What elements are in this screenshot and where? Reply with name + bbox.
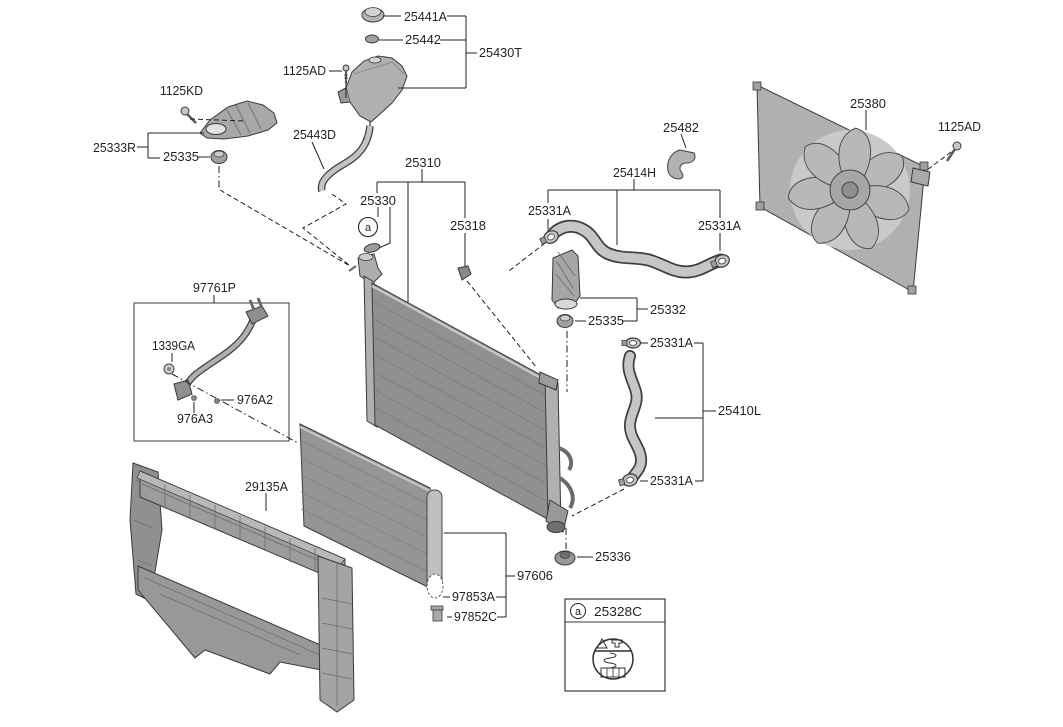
part-label-1339GA[interactable]: 1339GA	[152, 339, 196, 353]
part-label-97852C[interactable]: 97852C	[454, 610, 497, 624]
part-label-1125AD-fan[interactable]: 1125AD	[938, 120, 981, 134]
part-label-25482[interactable]: 25482	[663, 121, 699, 135]
leader-lines-solid	[137, 15, 867, 618]
part-label-25442[interactable]: 25442	[405, 33, 441, 47]
radiator-mount-bracket-illustration	[551, 249, 581, 328]
part-label-976A2[interactable]: 976A2	[237, 393, 273, 407]
legend-part-number[interactable]: 25328C	[594, 605, 642, 619]
part-label-25310[interactable]: 25310	[405, 156, 441, 170]
part-label-25330[interactable]: 25330	[360, 194, 396, 208]
callout-a-letter: a	[365, 222, 372, 234]
reservoir-tank-illustration	[337, 55, 408, 137]
lower-radiator-hose-illustration	[622, 350, 648, 483]
reservoir-bracket-illustration	[180, 100, 278, 164]
part-label-97853A[interactable]: 97853A	[452, 590, 496, 604]
leader-lines-dashed	[189, 118, 952, 517]
warning-triangle-icon	[596, 637, 608, 649]
radiator-illustration	[348, 243, 575, 533]
callout-a-radiator: a	[357, 216, 379, 238]
part-label-25331A-lower-bottom[interactable]: 25331A	[650, 474, 694, 488]
hose-clamp-upper-right-illustration	[710, 254, 730, 269]
part-label-1125KD[interactable]: 1125KD	[160, 84, 203, 98]
part-label-25443D[interactable]: 25443D	[293, 128, 336, 142]
air-guard-illustration	[129, 462, 355, 713]
part-label-25331A-lower-top[interactable]: 25331A	[650, 336, 694, 350]
cooling-fan-illustration	[752, 81, 931, 295]
legend-box: a 25328C	[564, 598, 666, 692]
part-label-25333R[interactable]: 25333R	[93, 141, 136, 155]
part-label-25335-left[interactable]: 25335	[163, 150, 199, 164]
part-label-97606[interactable]: 97606	[517, 569, 553, 583]
part-label-25332[interactable]: 25332	[650, 303, 686, 317]
part-label-1125AD-reservoir[interactable]: 1125AD	[283, 64, 326, 78]
fan-bolt-illustration	[945, 141, 962, 162]
hose-clamp-lower-bottom-illustration	[618, 473, 639, 487]
part-label-25336[interactable]: 25336	[595, 550, 631, 564]
leader-lines-dashdot	[171, 166, 568, 549]
overflow-hose-illustration	[317, 125, 374, 193]
cooling-tube-box-illustration	[133, 297, 290, 442]
condenser-illustration	[299, 423, 444, 622]
part-label-25430T[interactable]: 25430T	[479, 46, 522, 60]
part-label-25441A[interactable]: 25441A	[404, 10, 448, 24]
hose-clamp-upper-left-illustration	[539, 230, 559, 245]
part-label-25331A-upper-right[interactable]: 25331A	[698, 219, 742, 233]
part-label-25410L[interactable]: 25410L	[718, 404, 761, 418]
small-cap-illustration	[365, 34, 379, 44]
hose-clamp-lower-top-illustration	[621, 337, 642, 349]
part-group-box	[133, 302, 290, 442]
part-label-976A3[interactable]: 976A3	[177, 412, 213, 426]
part-label-25335-mid[interactable]: 25335	[588, 314, 624, 328]
part-label-25331A-upper-left[interactable]: 25331A	[528, 204, 572, 218]
spring-icon	[603, 652, 617, 669]
part-label-97761P[interactable]: 97761P	[193, 281, 236, 295]
upper-radiator-hose-illustration	[546, 219, 728, 279]
faucet-icon	[611, 639, 623, 648]
reservoir-cap-illustration	[361, 7, 385, 23]
caution-label-icon	[592, 637, 634, 680]
part-label-25380[interactable]: 25380	[850, 97, 886, 111]
part-label-25318[interactable]: 25318	[450, 219, 486, 233]
part-label-29135A[interactable]: 29135A	[245, 480, 289, 494]
legend-callout-circle	[570, 603, 586, 619]
part-label-25414H[interactable]: 25414H	[613, 166, 656, 180]
hose-bracket-illustration	[667, 149, 696, 180]
drain-grommet-illustration	[554, 550, 576, 566]
legend-callout-letter: a	[575, 606, 582, 618]
